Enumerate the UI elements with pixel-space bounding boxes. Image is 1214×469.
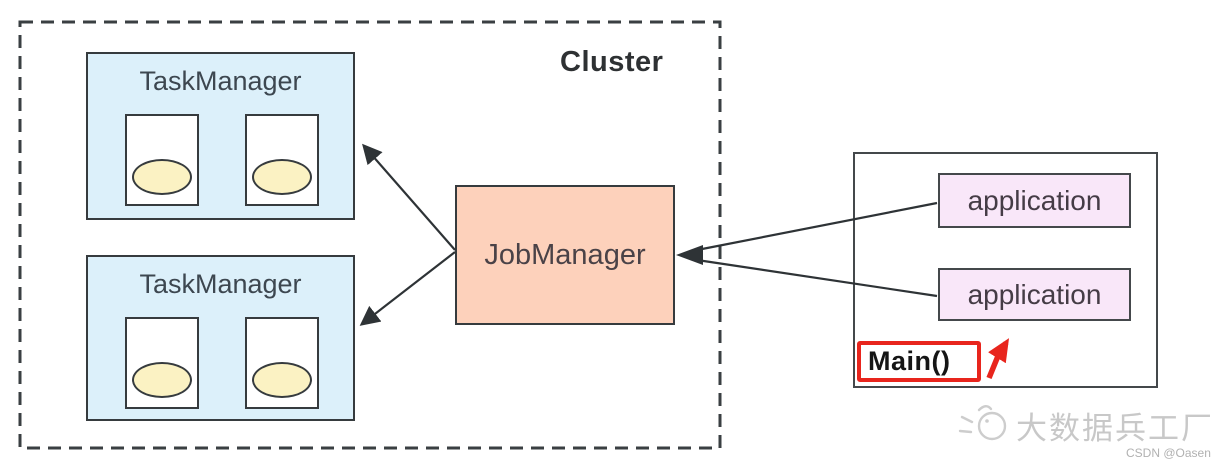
arrow-jobmanager-to-taskmanager-2 <box>359 251 456 326</box>
jobmanager-box: JobManager <box>455 185 675 325</box>
task-slot <box>125 317 199 409</box>
arrowhead-into-jobmanager <box>676 245 703 265</box>
task-slot <box>245 114 319 206</box>
watermark-logo-icon <box>958 405 1007 441</box>
application-2-box: application <box>938 268 1131 321</box>
task-slot <box>125 114 199 206</box>
cluster-label: Cluster <box>560 46 664 78</box>
application-1-box: application <box>938 173 1131 228</box>
taskmanager-1-box: TaskManager <box>86 52 355 220</box>
client-box: application application Main() <box>853 152 1158 388</box>
watermark-brand: 大数据兵工厂 <box>1016 411 1214 446</box>
watermark-credit: CSDN @Oasen <box>1126 446 1211 460</box>
taskmanager-2-box: TaskManager <box>86 255 355 421</box>
arrow-jobmanager-to-taskmanager-1 <box>362 143 456 251</box>
slot-ellipse-icon <box>132 362 192 398</box>
taskmanager-2-label: TaskManager <box>139 269 302 299</box>
main-highlight-box: Main() <box>857 341 981 382</box>
task-slot <box>245 317 319 409</box>
slot-ellipse-icon <box>252 159 312 195</box>
slot-ellipse-icon <box>252 362 312 398</box>
jobmanager-label: JobManager <box>484 238 646 271</box>
main-label: Main() <box>868 346 951 376</box>
application-1-label: application <box>967 184 1102 216</box>
application-2-label: application <box>967 278 1102 310</box>
taskmanager-1-label: TaskManager <box>139 66 302 96</box>
slot-ellipse-icon <box>132 159 192 195</box>
